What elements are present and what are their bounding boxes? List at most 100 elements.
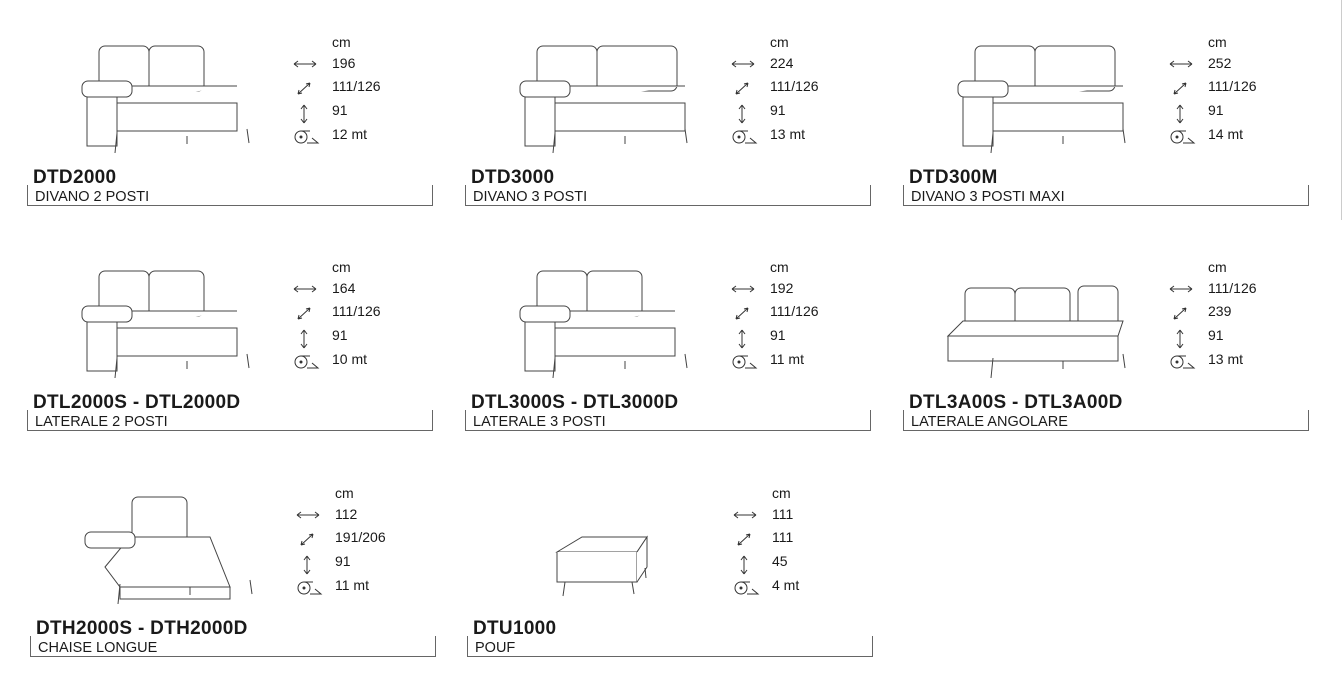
spec-value: 164 xyxy=(332,280,356,296)
spec-row: 45 xyxy=(732,553,872,575)
spec-value: 191/206 xyxy=(335,529,386,545)
spec-value: 111/126 xyxy=(332,78,381,94)
unit-label: cm xyxy=(332,259,351,275)
spec-row: 111/126 xyxy=(1168,280,1308,300)
spec-row: 91 xyxy=(292,327,432,349)
spec-value: 14 mt xyxy=(1208,126,1244,142)
spec-row: 111/126 xyxy=(1168,78,1308,98)
product-drawing xyxy=(933,266,1133,381)
unit-label: cm xyxy=(1208,34,1227,50)
product-drawing xyxy=(57,266,257,381)
spec-row: 11 mt xyxy=(295,577,435,597)
spec-row: 111/126 xyxy=(730,78,870,98)
product-name-box: DIVANO 3 POSTI MAXI xyxy=(903,185,1309,206)
product-drawing xyxy=(60,492,260,607)
unit-label: cm xyxy=(1208,259,1227,275)
product-drawing xyxy=(495,41,695,156)
spec-row: 13 mt xyxy=(730,126,870,146)
product-drawing xyxy=(933,41,1133,156)
product-code: DTU1000 xyxy=(473,618,557,639)
product-name-box: DIVANO 3 POSTI xyxy=(465,185,871,206)
spec-value: 111/126 xyxy=(1208,78,1257,94)
product-code: DTH2000S - DTH2000D xyxy=(36,618,248,639)
product-code: DTD300M xyxy=(909,167,998,188)
spec-value: 252 xyxy=(1208,55,1232,71)
spec-row: 11 mt xyxy=(730,351,870,371)
spec-value: 111/126 xyxy=(1208,280,1257,296)
product-card: cm 224 111/126 91 13 mt DTD3000 DIVANO 3 POS… xyxy=(465,34,871,226)
spec-row: 191/206 xyxy=(295,529,435,549)
unit-label: cm xyxy=(770,259,789,275)
spec-value: 11 mt xyxy=(770,351,804,367)
product-code: DTL3A00S - DTL3A00D xyxy=(909,392,1123,413)
spec-value: 91 xyxy=(770,327,786,343)
spec-value: 192 xyxy=(770,280,794,296)
product-card: cm 196 111/126 91 12 mt DTD2000 DIVANO 2 POS… xyxy=(27,34,433,226)
page-edge-divider xyxy=(1341,0,1342,220)
product-code: DTD2000 xyxy=(33,167,117,188)
spec-row: 91 xyxy=(1168,327,1308,349)
spec-row: 91 xyxy=(730,102,870,124)
unit-label: cm xyxy=(332,34,351,50)
spec-value: 10 mt xyxy=(332,351,368,367)
spec-row: 12 mt xyxy=(292,126,432,146)
product-name-box: LATERALE 2 POSTI xyxy=(27,410,433,431)
spec-row: 91 xyxy=(730,327,870,349)
spec-value: 111/126 xyxy=(770,303,819,319)
spec-row: 111/126 xyxy=(730,303,870,323)
spec-value: 91 xyxy=(335,553,351,569)
spec-value: 239 xyxy=(1208,303,1232,319)
spec-row: 13 mt xyxy=(1168,351,1308,371)
product-name: POUF xyxy=(475,640,516,656)
spec-row: 224 xyxy=(730,55,870,75)
spec-value: 91 xyxy=(1208,102,1224,118)
product-name-box: POUF xyxy=(467,636,873,657)
spec-value: 111 xyxy=(772,506,794,522)
spec-row: 192 xyxy=(730,280,870,300)
product-name: LATERALE 2 POSTI xyxy=(35,414,168,430)
product-drawing xyxy=(57,41,257,156)
spec-row: 239 xyxy=(1168,303,1308,323)
product-name-box: LATERALE 3 POSTI xyxy=(465,410,871,431)
product-name: DIVANO 2 POSTI xyxy=(35,189,150,205)
spec-value: 91 xyxy=(332,327,348,343)
product-name: CHAISE LONGUE xyxy=(38,640,158,656)
spec-value: 112 xyxy=(335,506,358,522)
spec-value: 91 xyxy=(1208,327,1224,343)
spec-row: 252 xyxy=(1168,55,1308,75)
unit-label: cm xyxy=(770,34,789,50)
spec-row: 196 xyxy=(292,55,432,75)
spec-value: 12 mt xyxy=(332,126,368,142)
product-code: DTL2000S - DTL2000D xyxy=(33,392,241,413)
product-name-box: DIVANO 2 POSTI xyxy=(27,185,433,206)
spec-row: 111 xyxy=(732,506,872,526)
spec-row: 91 xyxy=(1168,102,1308,124)
spec-row: 112 xyxy=(295,506,435,526)
spec-value: 224 xyxy=(770,55,794,71)
spec-row: 111/126 xyxy=(292,303,432,323)
product-code: DTD3000 xyxy=(471,167,555,188)
spec-value: 11 mt xyxy=(335,577,369,593)
product-name: LATERALE ANGOLARE xyxy=(911,414,1068,430)
product-drawing xyxy=(495,266,695,381)
spec-value: 196 xyxy=(332,55,356,71)
spec-value: 111/126 xyxy=(332,303,381,319)
product-name-box: CHAISE LONGUE xyxy=(30,636,436,657)
product-card: cm 252 111/126 91 14 mt DTD300M DIVANO 3 POS… xyxy=(903,34,1309,226)
spec-row: 111 xyxy=(732,529,872,549)
spec-value: 91 xyxy=(770,102,786,118)
spec-value: 91 xyxy=(332,102,348,118)
spec-row: 4 mt xyxy=(732,577,872,597)
spec-row: 111/126 xyxy=(292,78,432,98)
unit-label: cm xyxy=(335,485,354,501)
spec-row: 164 xyxy=(292,280,432,300)
spec-row: 91 xyxy=(295,553,435,575)
product-drawing xyxy=(497,492,697,607)
product-name: DIVANO 3 POSTI xyxy=(473,189,588,205)
spec-row: 10 mt xyxy=(292,351,432,371)
product-name-box: LATERALE ANGOLARE xyxy=(903,410,1309,431)
